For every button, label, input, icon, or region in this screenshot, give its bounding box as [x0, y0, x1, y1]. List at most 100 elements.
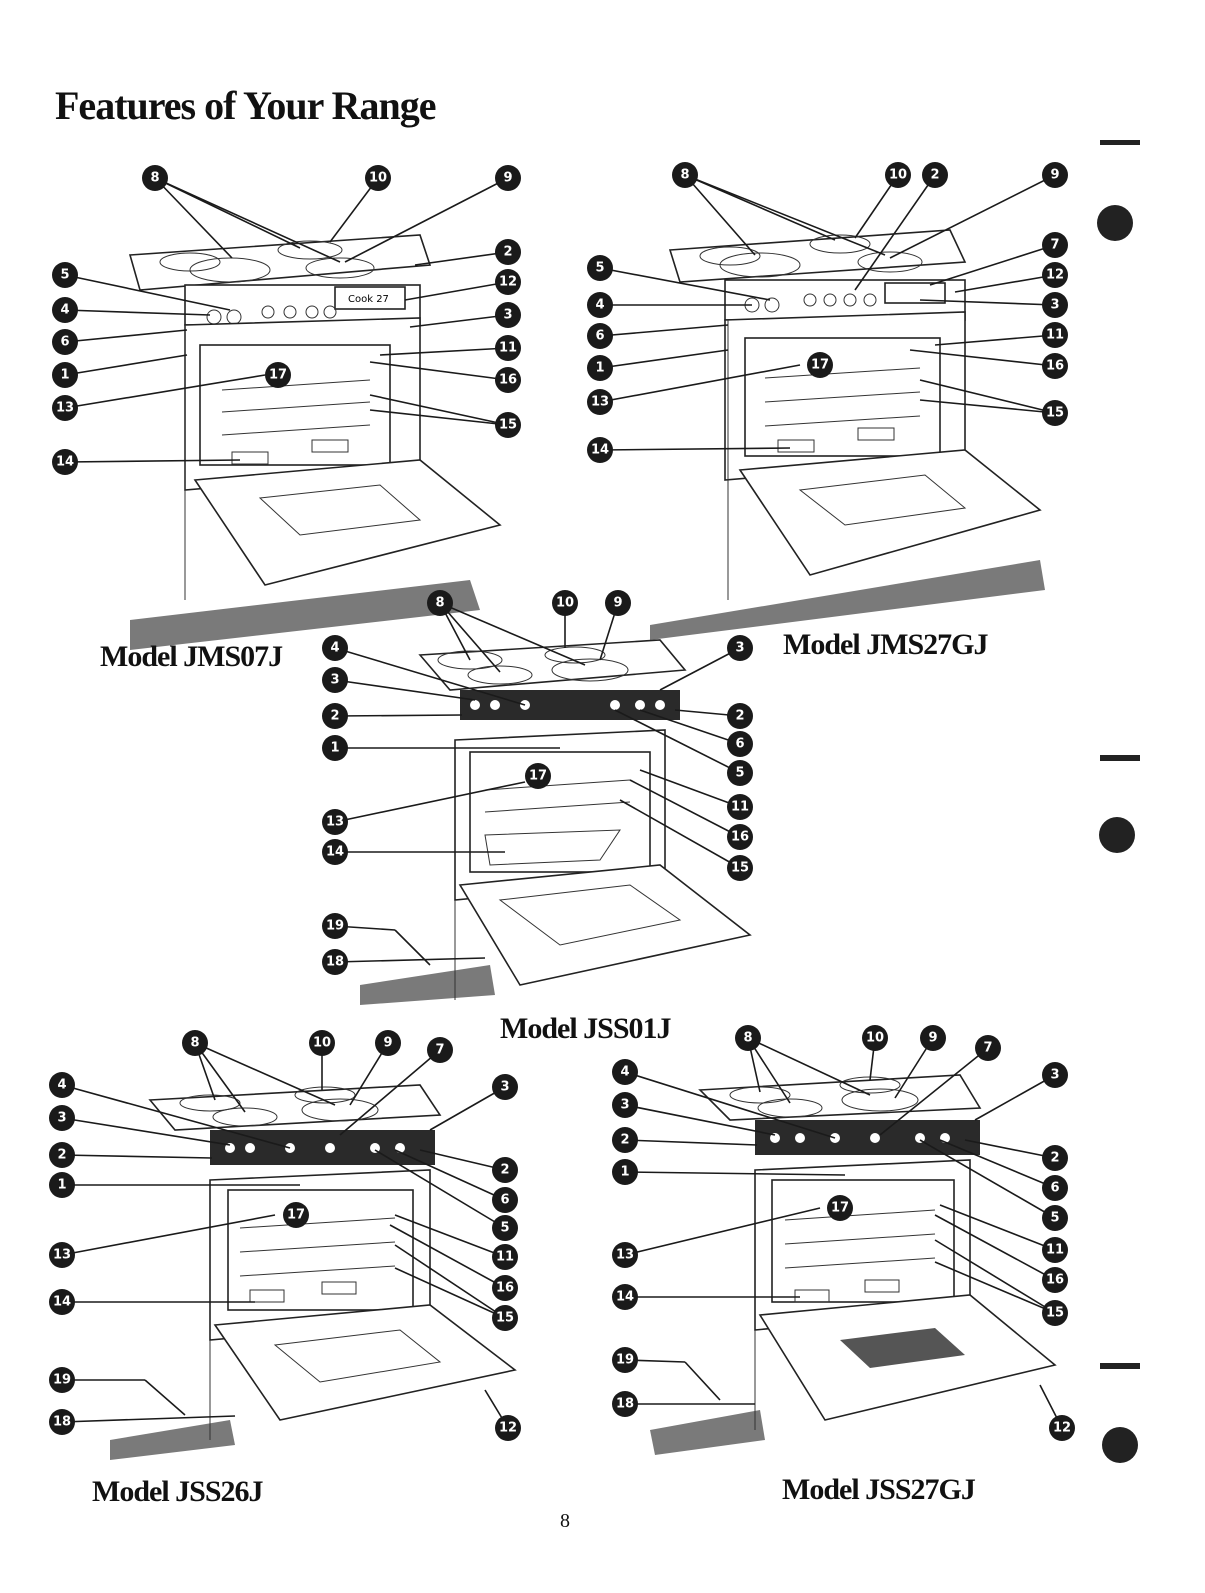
- callout-jss26j-0: 8: [182, 1030, 208, 1056]
- callout-jss01j-11: 17: [525, 763, 551, 789]
- range-illustration-jss27gj: [650, 1074, 1057, 1455]
- svg-text:13: 13: [53, 1248, 71, 1263]
- svg-text:14: 14: [56, 455, 74, 470]
- svg-text:5: 5: [500, 1221, 509, 1236]
- callout-jms07j-15: 14: [52, 449, 78, 475]
- svg-text:19: 19: [53, 1373, 71, 1388]
- callout-jss01j-13: 13: [322, 809, 348, 835]
- svg-text:12: 12: [1053, 1421, 1071, 1436]
- callout-jss01j-14: 16: [727, 824, 753, 850]
- svg-text:16: 16: [1046, 359, 1064, 374]
- callout-jss27gj-7: 2: [612, 1127, 638, 1153]
- svg-text:11: 11: [1046, 1243, 1064, 1258]
- svg-text:17: 17: [831, 1201, 849, 1216]
- callout-jss26j-19: 18: [49, 1409, 75, 1435]
- callout-jms27gj-9: 6: [587, 323, 613, 349]
- callout-jss27gj-20: 12: [1049, 1415, 1075, 1441]
- svg-text:16: 16: [499, 373, 517, 388]
- svg-text:13: 13: [326, 815, 344, 830]
- callout-jss26j-17: 15: [492, 1305, 518, 1331]
- callout-jms27gj-10: 11: [1042, 322, 1068, 348]
- callout-jss27gj-8: 2: [1042, 1145, 1068, 1171]
- callout-jms27gj-6: 12: [1042, 262, 1068, 288]
- svg-text:1: 1: [57, 1178, 66, 1193]
- model-label-jss01j: Model JSS01J: [500, 1012, 672, 1045]
- callout-jms07j-1: 10: [365, 165, 391, 191]
- range-illustration-jms27gj: [650, 229, 1045, 640]
- callout-jss26j-15: 16: [492, 1275, 518, 1301]
- callout-jms27gj-11: 1: [587, 355, 613, 381]
- callout-jss26j-6: 3: [492, 1074, 518, 1100]
- callout-jss26j-18: 19: [49, 1367, 75, 1393]
- callout-jms27gj-7: 4: [587, 292, 613, 318]
- svg-text:14: 14: [591, 443, 609, 458]
- svg-text:5: 5: [595, 261, 604, 276]
- callout-jss26j-14: 13: [49, 1242, 75, 1268]
- svg-text:6: 6: [500, 1193, 509, 1208]
- svg-text:7: 7: [1050, 238, 1059, 253]
- svg-text:1: 1: [620, 1165, 629, 1180]
- page-title: Features of Your Range: [55, 83, 437, 128]
- svg-text:5: 5: [735, 766, 744, 781]
- svg-text:9: 9: [383, 1036, 392, 1051]
- svg-text:13: 13: [591, 395, 609, 410]
- callout-jms27gj-3: 9: [1042, 162, 1068, 188]
- svg-text:1: 1: [60, 368, 69, 383]
- range-illustration-jss26j: [110, 1084, 517, 1460]
- callout-jss01j-6: 2: [322, 703, 348, 729]
- svg-text:10: 10: [556, 596, 574, 611]
- callout-jss27gj-5: 3: [612, 1092, 638, 1118]
- svg-text:10: 10: [313, 1036, 331, 1051]
- svg-text:18: 18: [616, 1397, 634, 1412]
- range-illustration-jss01j: [360, 639, 752, 1005]
- svg-text:8: 8: [190, 1036, 199, 1051]
- svg-text:15: 15: [1046, 1306, 1064, 1321]
- svg-text:9: 9: [928, 1031, 937, 1046]
- callout-jms27gj-8: 3: [1042, 292, 1068, 318]
- callout-jss01j-0: 8: [427, 590, 453, 616]
- callout-jss01j-5: 3: [727, 635, 753, 661]
- callout-jms27gj-5: 5: [587, 255, 613, 281]
- callout-jms07j-5: 12: [495, 269, 521, 295]
- svg-text:3: 3: [620, 1098, 629, 1113]
- svg-text:11: 11: [731, 800, 749, 815]
- callout-jss27gj-6: 3: [1042, 1062, 1068, 1088]
- callout-jss01j-12: 11: [727, 794, 753, 820]
- svg-text:5: 5: [60, 268, 69, 283]
- svg-text:6: 6: [1050, 1181, 1059, 1196]
- svg-text:11: 11: [1046, 328, 1064, 343]
- callout-jms07j-13: 17: [265, 362, 291, 388]
- callout-jss01j-18: 18: [322, 949, 348, 975]
- range-illustration-jms07j: Cook 27: [128, 234, 502, 650]
- callout-jms07j-0: 8: [142, 165, 168, 191]
- svg-text:2: 2: [620, 1133, 629, 1148]
- callout-jms27gj-12: 16: [1042, 353, 1068, 379]
- model-label-jss26j: Model JSS26J: [92, 1475, 264, 1508]
- callout-jms07j-3: 2: [495, 239, 521, 265]
- svg-text:5: 5: [1050, 1211, 1059, 1226]
- callout-jss01j-4: 3: [322, 667, 348, 693]
- svg-text:6: 6: [595, 329, 604, 344]
- callout-jms27gj-4: 7: [1042, 232, 1068, 258]
- callout-jss27gj-0: 8: [735, 1025, 761, 1051]
- svg-text:9: 9: [613, 596, 622, 611]
- svg-text:4: 4: [595, 298, 604, 313]
- page-number: 8: [560, 1510, 570, 1532]
- callout-jss27gj-4: 4: [612, 1059, 638, 1085]
- callout-jss01j-2: 9: [605, 590, 631, 616]
- svg-text:16: 16: [1046, 1273, 1064, 1288]
- callout-jss27gj-13: 11: [1042, 1237, 1068, 1263]
- callout-jss27gj-9: 1: [612, 1159, 638, 1185]
- svg-text:13: 13: [56, 401, 74, 416]
- svg-text:8: 8: [743, 1031, 752, 1046]
- callout-jss01j-9: 6: [727, 731, 753, 757]
- callout-leader-lines: [61, 174, 1063, 1429]
- model-label-jss27gj: Model JSS27GJ: [782, 1473, 976, 1506]
- svg-text:2: 2: [930, 168, 939, 183]
- svg-text:16: 16: [496, 1281, 514, 1296]
- svg-text:4: 4: [330, 641, 339, 656]
- callout-jss26j-8: 2: [492, 1157, 518, 1183]
- callout-jss26j-20: 12: [495, 1415, 521, 1441]
